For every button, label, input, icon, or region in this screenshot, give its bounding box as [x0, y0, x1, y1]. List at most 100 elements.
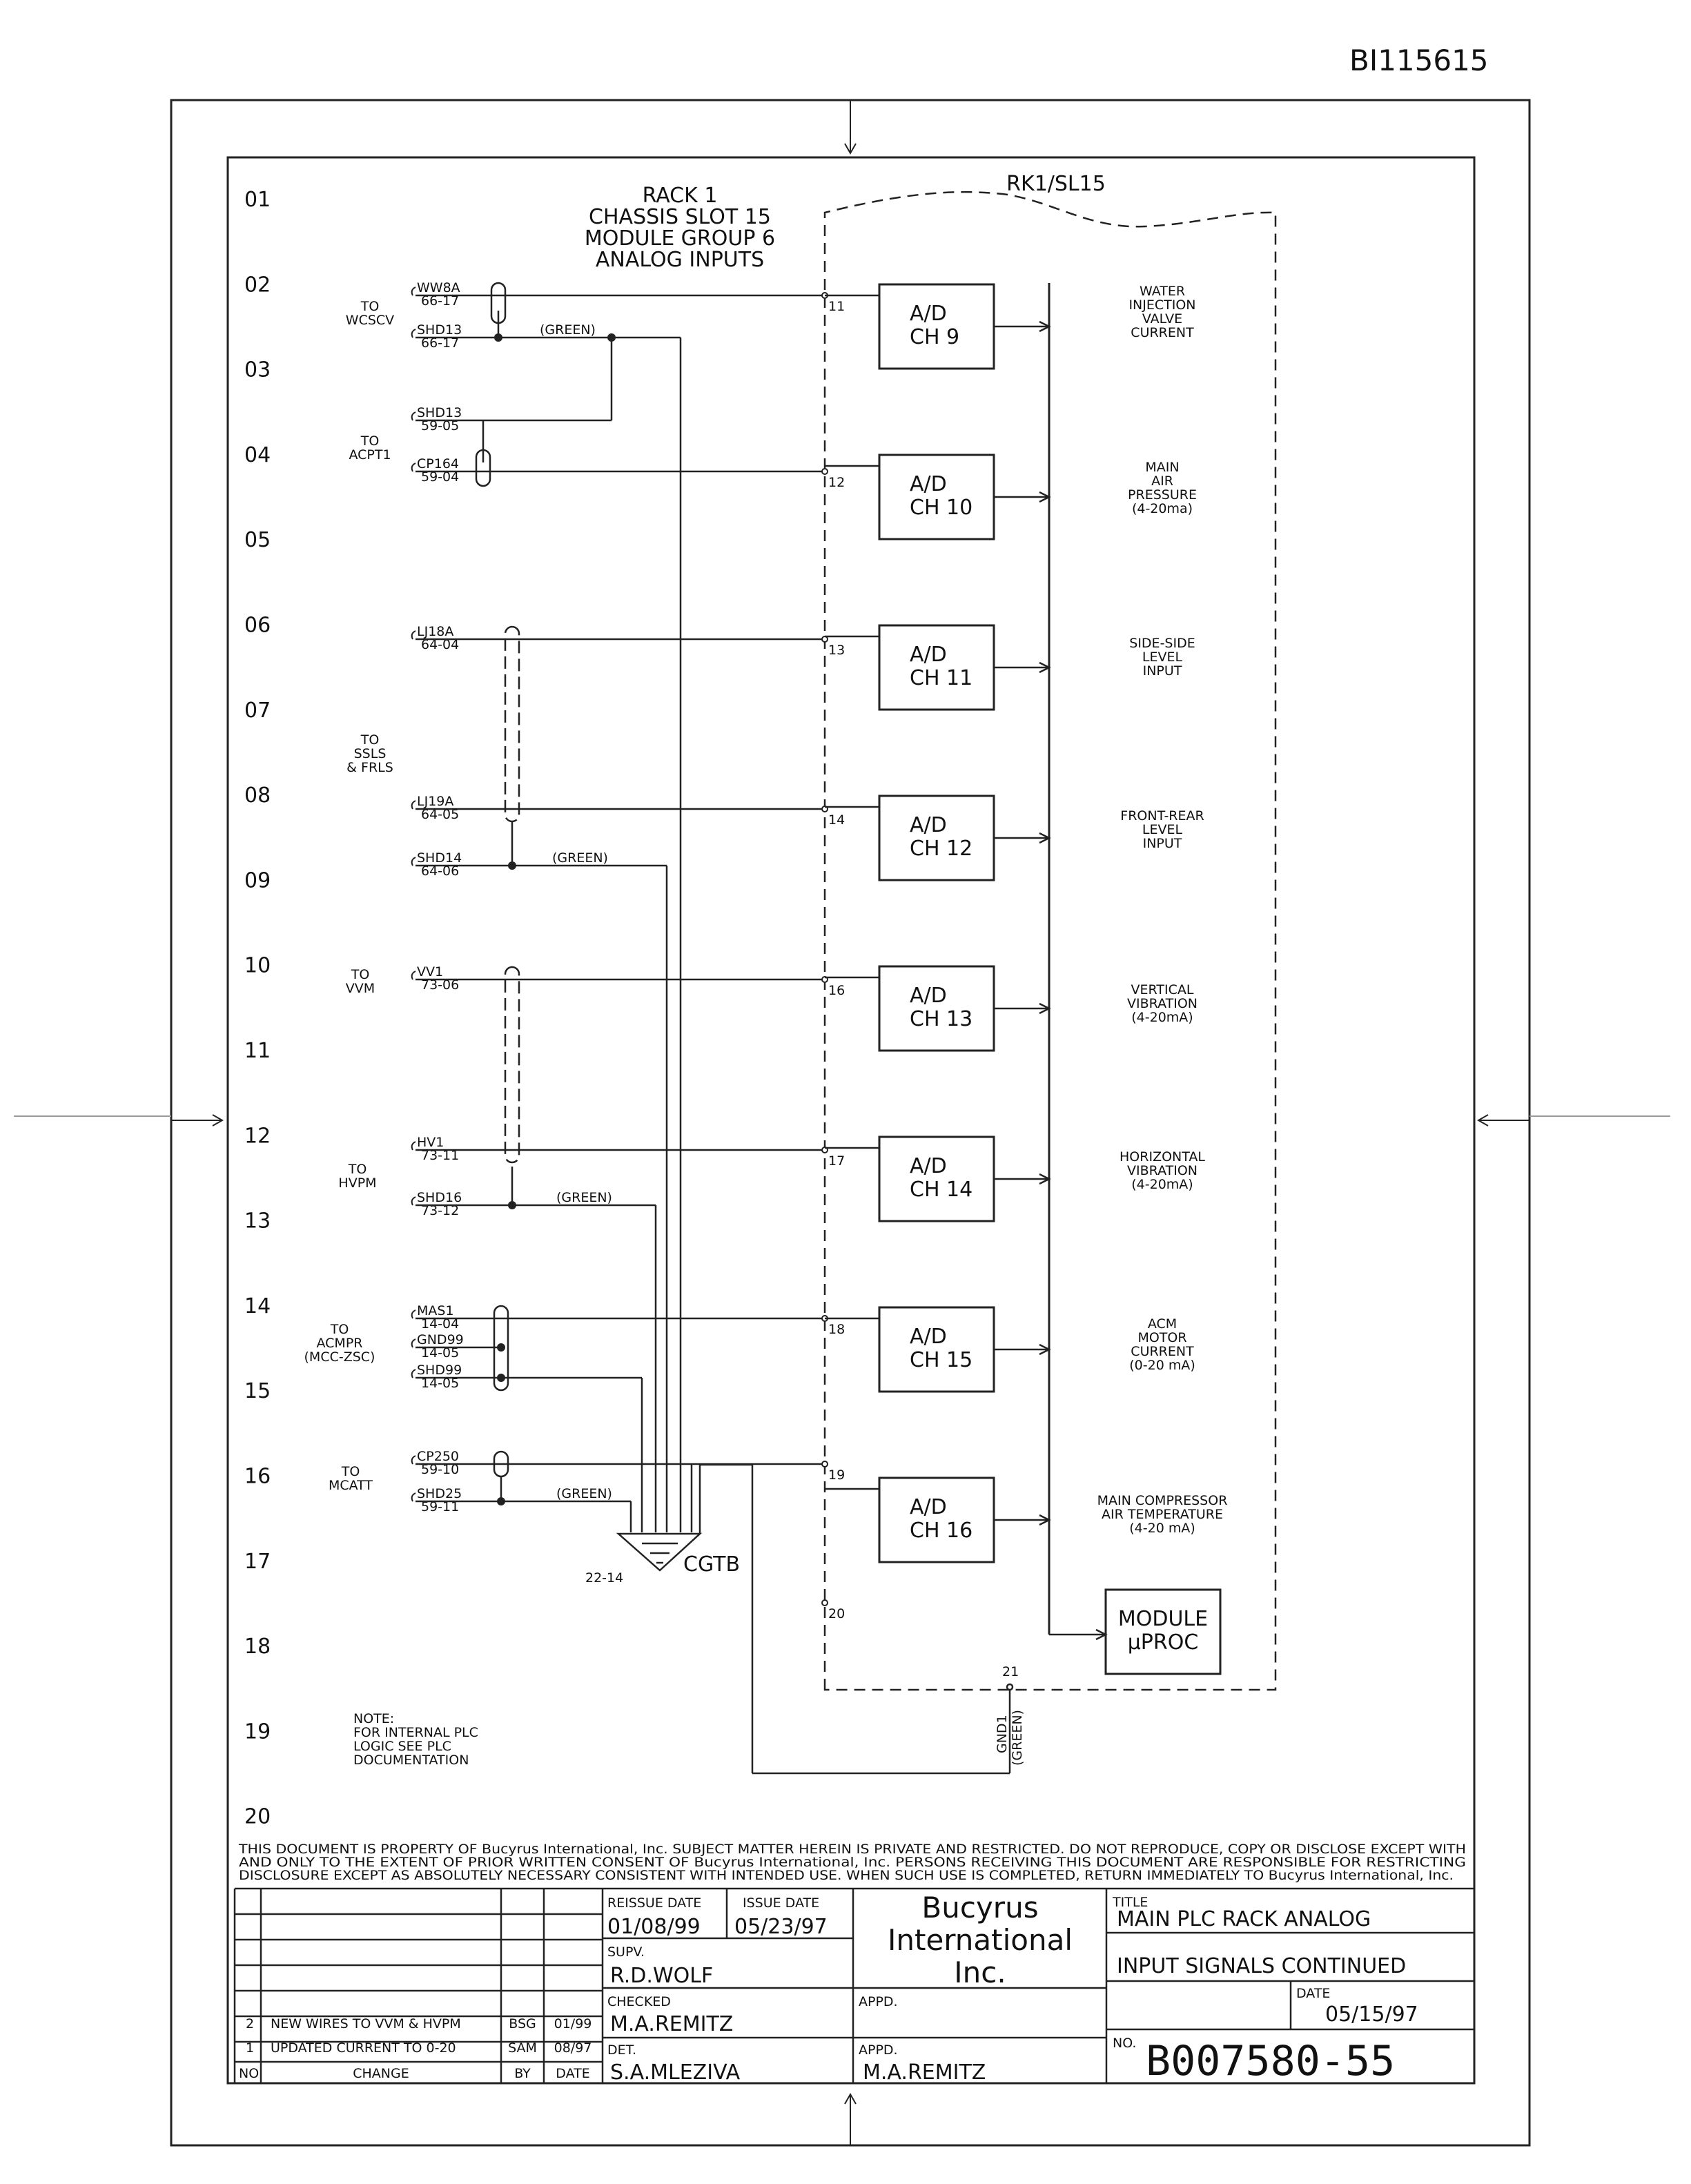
- arrow-icon: [1039, 661, 1051, 674]
- wire-hook: [411, 630, 416, 640]
- row-number-04: 04: [244, 443, 271, 467]
- outer-border: [170, 99, 1531, 2147]
- wire-label-shd14: SHD14: [417, 850, 462, 866]
- signal-description-line: (4-20mA): [1131, 1177, 1193, 1192]
- ad-module-label: A/D: [910, 1325, 947, 1349]
- company-line-2: International: [888, 1923, 1073, 1957]
- ad-module-label: A/D: [910, 643, 947, 667]
- rev-header-no: NO: [239, 2066, 259, 2081]
- ad-channel-label: CH 15: [910, 1348, 972, 1372]
- row-number-13: 13: [244, 1209, 271, 1234]
- ad-module-label: A/D: [910, 984, 947, 1008]
- terminal-number-13: 13: [828, 643, 845, 658]
- ad-module: A/DCH 15: [825, 1306, 1051, 1393]
- cgtb-label: CGTB: [683, 1552, 740, 1577]
- signal-description-line: (0-20 mA): [1129, 1358, 1195, 1373]
- wire-label-mas1: MAS1: [417, 1303, 454, 1318]
- destination-label: & FRLS: [346, 760, 393, 775]
- company-line-1: Bucyrus: [921, 1891, 1038, 1924]
- note-line-1: NOTE:: [353, 1711, 394, 1726]
- wire-ref: 64-04: [421, 637, 459, 652]
- processor-line-2: µPROC: [1128, 1630, 1199, 1655]
- gnd-color-label: (GREEN): [1010, 1710, 1025, 1766]
- wire-label-cp250: CP250: [417, 1449, 459, 1464]
- ad-module-label: A/D: [910, 302, 947, 326]
- appd-label-top: APPD.: [859, 1994, 898, 2009]
- arrow-icon: [1039, 1514, 1051, 1526]
- title-line-3: MODULE GROUP 6: [585, 226, 775, 251]
- ad-channel-label: CH 16: [910, 1519, 972, 1543]
- wire-ref: 14-04: [421, 1316, 459, 1332]
- title-line-4: ANALOG INPUTS: [596, 248, 764, 272]
- company-line-3: Inc.: [954, 1956, 1006, 1989]
- signal-description-line: INJECTION: [1128, 298, 1195, 313]
- terminal-number-19: 19: [828, 1468, 845, 1483]
- supv-name: R.D.WOLF: [610, 1964, 713, 1988]
- row-number-20: 20: [244, 1805, 271, 1829]
- rev-header-date: DATE: [556, 2066, 589, 2081]
- row-number-09: 09: [244, 868, 271, 893]
- signal-description-line: VALVE: [1142, 311, 1182, 326]
- destination-label: SSLS: [354, 746, 387, 761]
- revision-by: SAM: [508, 2040, 537, 2056]
- ad-module-label: A/D: [910, 813, 947, 837]
- wire-ref: 59-05: [421, 418, 459, 433]
- wire-hook: [411, 1492, 416, 1502]
- supv-label: SUPV.: [607, 1944, 645, 1960]
- processor-line-1: MODULE: [1118, 1607, 1208, 1631]
- row-number-10: 10: [244, 954, 271, 978]
- ad-channel-label: CH 11: [910, 666, 972, 690]
- cgtb-ref: 22-14: [585, 1570, 623, 1586]
- arrow-icon: [1039, 1173, 1051, 1185]
- wire-ref: 14-05: [421, 1376, 459, 1391]
- signal-description-line: ACM: [1148, 1316, 1177, 1332]
- signal-description-line: (4-20 mA): [1129, 1521, 1195, 1536]
- ad-channel-label: CH 12: [910, 837, 972, 861]
- drawing-title-1: MAIN PLC RACK ANALOG: [1117, 1907, 1371, 1931]
- terminal-number-12: 12: [828, 475, 845, 490]
- row-number-08: 08: [244, 783, 271, 808]
- det-name: S.A.MLEZIVA: [610, 2060, 741, 2085]
- terminal-number-18: 18: [828, 1322, 845, 1337]
- disclaimer: THIS DOCUMENT IS PROPERTY OF Bucyrus Int…: [238, 1842, 1466, 1883]
- destination-label: TO: [351, 967, 370, 982]
- arrow-icon: [1039, 832, 1051, 844]
- title-line-2: CHASSIS SLOT 15: [589, 205, 771, 229]
- wire-label-gnd99: GND99: [417, 1332, 464, 1347]
- wire-ref: 73-11: [421, 1148, 459, 1163]
- signal-description-line: MAIN COMPRESSOR: [1097, 1493, 1228, 1508]
- wire-label-shd25: SHD25: [417, 1486, 462, 1501]
- note-line-4: DOCUMENTATION: [353, 1753, 469, 1768]
- ad-channel-label: CH 10: [910, 496, 972, 520]
- wire-label-cp164: CP164: [417, 456, 459, 471]
- signal-description-line: AIR: [1151, 474, 1173, 489]
- terminal-number-11: 11: [828, 299, 845, 314]
- row-number-17: 17: [244, 1550, 271, 1574]
- date-label: DATE: [1296, 1986, 1330, 2001]
- revision-number: 2: [246, 2016, 254, 2031]
- signal-description-line: LEVEL: [1142, 822, 1183, 837]
- wire-hook: [411, 462, 416, 472]
- arrow-icon: [1039, 1343, 1051, 1356]
- wire-ref: 14-05: [421, 1345, 459, 1361]
- wire-label-vv1: VV1: [417, 964, 443, 979]
- wire-hook: [411, 411, 416, 421]
- ad-module: A/DCH 14: [825, 1135, 1051, 1222]
- processor-module: MODULE µPROC: [1104, 1588, 1222, 1675]
- row-number-15: 15: [244, 1379, 271, 1403]
- rack-title: RACK 1 CHASSIS SLOT 15 MODULE GROUP 6 AN…: [585, 184, 775, 272]
- drawing-number: B007580-55: [1146, 2037, 1395, 2085]
- disclaimer-line-2: AND ONLY TO THE EXTENT OF PRIOR WRITTEN …: [239, 1855, 1466, 1870]
- ad-channel-label: CH 14: [910, 1178, 972, 1202]
- ad-module: A/DCH 9: [825, 283, 1051, 370]
- ad-channel-label: CH 13: [910, 1007, 972, 1031]
- ad-module-label: A/D: [910, 1154, 947, 1178]
- processor-box: [1104, 1588, 1222, 1675]
- ad-module: A/DCH 13: [825, 965, 1051, 1052]
- note: NOTE: FOR INTERNAL PLC LOGIC SEE PLC DOC…: [353, 1711, 478, 1768]
